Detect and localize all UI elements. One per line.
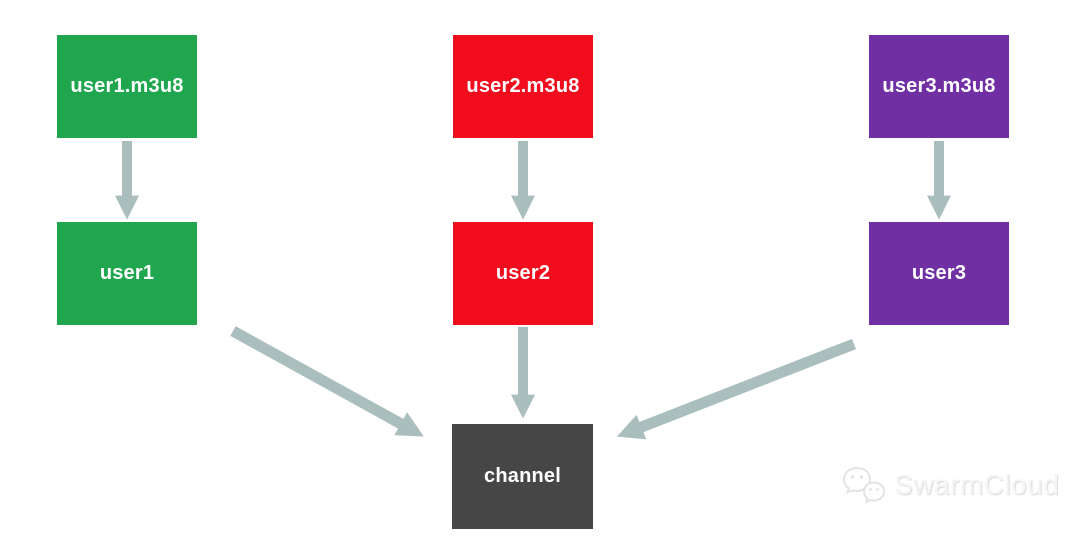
- watermark: SwarmCloud: [841, 465, 1059, 505]
- node-user3-m3u8: user3.m3u8: [869, 35, 1009, 138]
- node-user3: user3: [869, 222, 1009, 325]
- watermark-label: SwarmCloud: [894, 469, 1060, 500]
- node-user3-label: user3: [911, 262, 967, 284]
- arrow-user1-to-channel: [230, 326, 424, 437]
- arrow-user3-to-channel: [616, 338, 857, 440]
- node-user2-m3u8-label: user2.m3u8: [466, 75, 580, 97]
- node-user1: user1: [57, 222, 197, 325]
- node-channel: channel: [452, 424, 593, 529]
- node-user2-m3u8: user2.m3u8: [453, 35, 593, 138]
- node-user1-m3u8-label: user1.m3u8: [70, 75, 184, 97]
- wechat-icon: [842, 466, 886, 504]
- node-user2-label: user2: [495, 262, 551, 284]
- node-user2: user2: [453, 222, 593, 325]
- node-user1-label: user1: [99, 262, 155, 284]
- node-user1-m3u8: user1.m3u8: [57, 35, 197, 138]
- node-channel-label: channel: [484, 465, 561, 487]
- node-user3-m3u8-label: user3.m3u8: [882, 75, 996, 97]
